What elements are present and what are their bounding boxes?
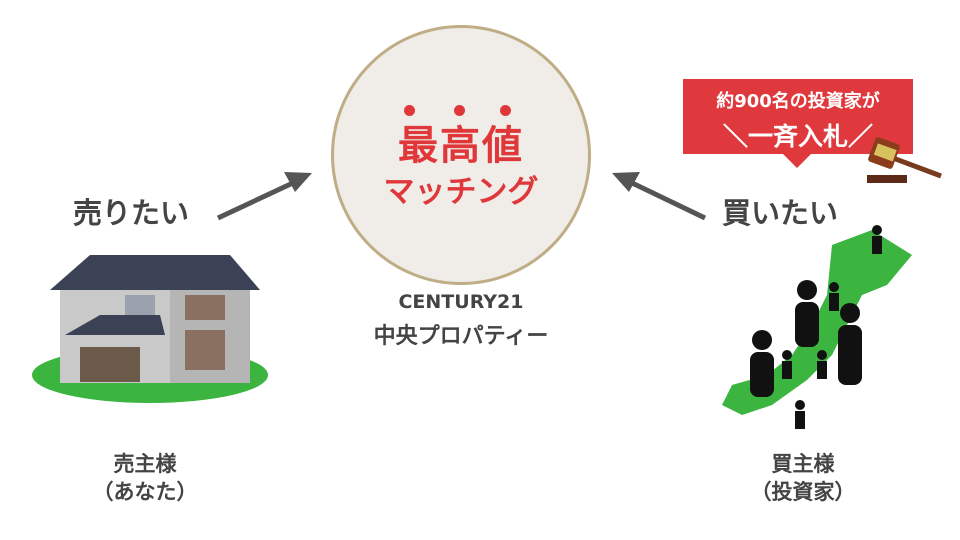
seller-label: 売主様 （あなた） — [60, 450, 230, 506]
house-icon — [32, 255, 268, 403]
emphasis-dot — [500, 105, 511, 116]
matching-circle — [331, 25, 591, 285]
bid-callout-line1: 約900名の投資家が — [716, 91, 880, 112]
arrow-right-up-icon — [216, 172, 312, 221]
bid-callout-line2: ＼一斉入札／ — [722, 122, 873, 151]
buyer-label-line2: （投資家） — [750, 480, 856, 504]
gavel-icon — [867, 137, 942, 183]
arrow-left-up-icon — [612, 172, 707, 221]
seller-label-line1: 売主様 — [113, 452, 177, 476]
japan-investors-map — [722, 225, 912, 429]
buyer-label: 買主様 （投資家） — [718, 450, 888, 506]
matching-subtitle: マッチング — [383, 174, 539, 210]
company-name-jp: 中央プロパティー — [373, 324, 549, 349]
company-name: CENTURY21 — [398, 291, 524, 313]
buyer-label-line1: 買主様 — [771, 452, 835, 476]
seller-label-line2: （あなた） — [92, 480, 198, 504]
emphasis-dot — [454, 105, 465, 116]
want-to-buy: 買いたい — [722, 196, 839, 230]
want-to-sell: 売りたい — [73, 196, 190, 230]
matching-title: 最高値 — [398, 123, 524, 169]
emphasis-dot — [404, 105, 415, 116]
